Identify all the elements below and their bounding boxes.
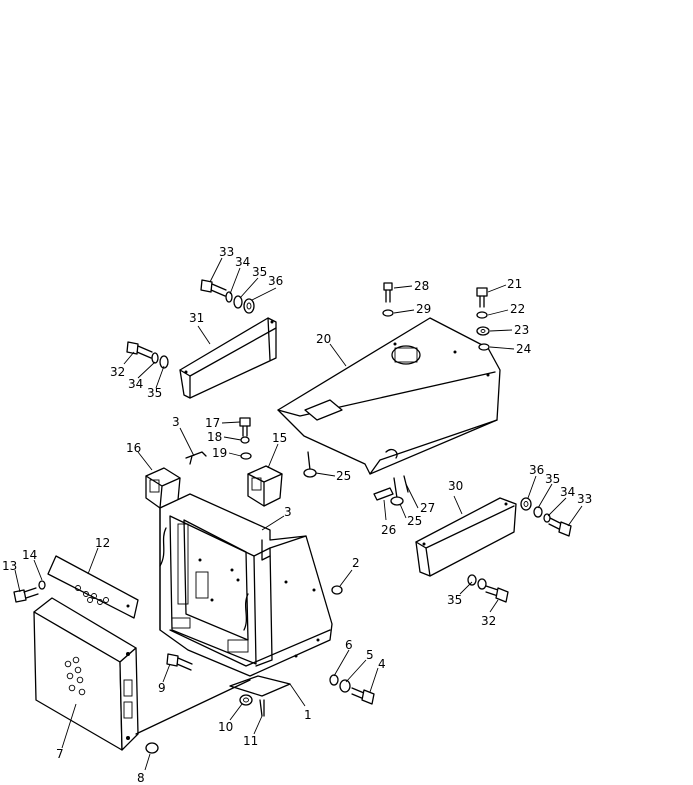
- bolt-2: [331, 585, 343, 595]
- callout-29: 29: [416, 302, 431, 316]
- callout-35c: 35: [545, 472, 560, 486]
- part-16-block: [145, 467, 181, 509]
- part-31-side-panel: [179, 317, 277, 399]
- callout-26: 26: [381, 523, 396, 537]
- callout-6: 6: [345, 638, 353, 652]
- callout-19: 19: [212, 446, 227, 460]
- callout-31: 31: [189, 311, 204, 325]
- bolt-4-group: [329, 674, 375, 705]
- callout-labels: 1 2 3 3 4 5 6 7 8 9 10 11 12 13 14 15 16…: [2, 245, 592, 785]
- callout-25a: 25: [336, 469, 351, 483]
- clip-3-upper: [185, 451, 207, 465]
- part-7-cover: [33, 597, 251, 751]
- leader-lines: [14, 257, 583, 771]
- bolt-32-right-group: [467, 574, 509, 603]
- callout-36b: 36: [529, 463, 544, 477]
- nut-10: [239, 694, 253, 706]
- callout-34c: 34: [560, 485, 575, 499]
- callout-33b: 33: [577, 492, 592, 506]
- callout-21: 21: [507, 277, 522, 291]
- callout-36a: 36: [268, 274, 283, 288]
- callout-3b: 3: [284, 505, 292, 519]
- callout-32a: 32: [110, 365, 125, 379]
- callout-18: 18: [207, 430, 222, 444]
- callout-20: 20: [316, 332, 331, 346]
- part-30-side-panel: [415, 497, 517, 577]
- callout-8: 8: [137, 771, 145, 785]
- callout-23: 23: [514, 323, 529, 337]
- callout-25b: 25: [407, 514, 422, 528]
- callout-32b: 32: [481, 614, 496, 628]
- callout-13: 13: [2, 559, 17, 573]
- latch-25-right: [373, 475, 409, 506]
- callout-30: 30: [448, 479, 463, 493]
- bolt-33-upper-group: [200, 279, 255, 314]
- bolt-21-group: [476, 287, 490, 351]
- part-1-main-frame: [159, 493, 333, 697]
- callout-28: 28: [414, 279, 429, 293]
- bolt-32-upper-group: [126, 341, 169, 369]
- bolt-33-right-group: [520, 497, 572, 537]
- pin-11: [259, 699, 265, 717]
- callout-33a: 33: [219, 245, 234, 259]
- callout-35d: 35: [447, 593, 462, 607]
- callout-2: 2: [352, 556, 360, 570]
- callout-3a: 3: [172, 415, 180, 429]
- callout-5: 5: [366, 648, 374, 662]
- callout-7: 7: [56, 747, 64, 761]
- callout-22: 22: [510, 302, 525, 316]
- callout-34b: 34: [128, 377, 143, 391]
- callout-24: 24: [516, 342, 531, 356]
- callout-4: 4: [378, 657, 386, 671]
- callout-10: 10: [218, 720, 233, 734]
- callout-35a: 35: [252, 265, 267, 279]
- knob-8: [145, 742, 159, 754]
- callout-1: 1: [304, 708, 312, 722]
- bolt-9: [166, 653, 193, 671]
- callout-35b: 35: [147, 386, 162, 400]
- latch-25-left: [303, 451, 317, 478]
- callout-17: 17: [205, 416, 220, 430]
- callout-14: 14: [22, 548, 37, 562]
- callout-12: 12: [95, 536, 110, 550]
- callout-11: 11: [243, 734, 258, 748]
- callout-34a: 34: [235, 255, 250, 269]
- bolt-17-group: [239, 417, 252, 460]
- callout-27: 27: [420, 501, 435, 515]
- callout-16: 16: [126, 441, 141, 455]
- bolt-13-group: [13, 580, 46, 603]
- callout-9: 9: [158, 681, 166, 695]
- part-15-block: [247, 465, 283, 507]
- part-12-plate: [47, 555, 139, 619]
- callout-15: 15: [272, 431, 287, 445]
- part-20-top-cover: [277, 317, 501, 475]
- bolt-28-group: [382, 282, 394, 317]
